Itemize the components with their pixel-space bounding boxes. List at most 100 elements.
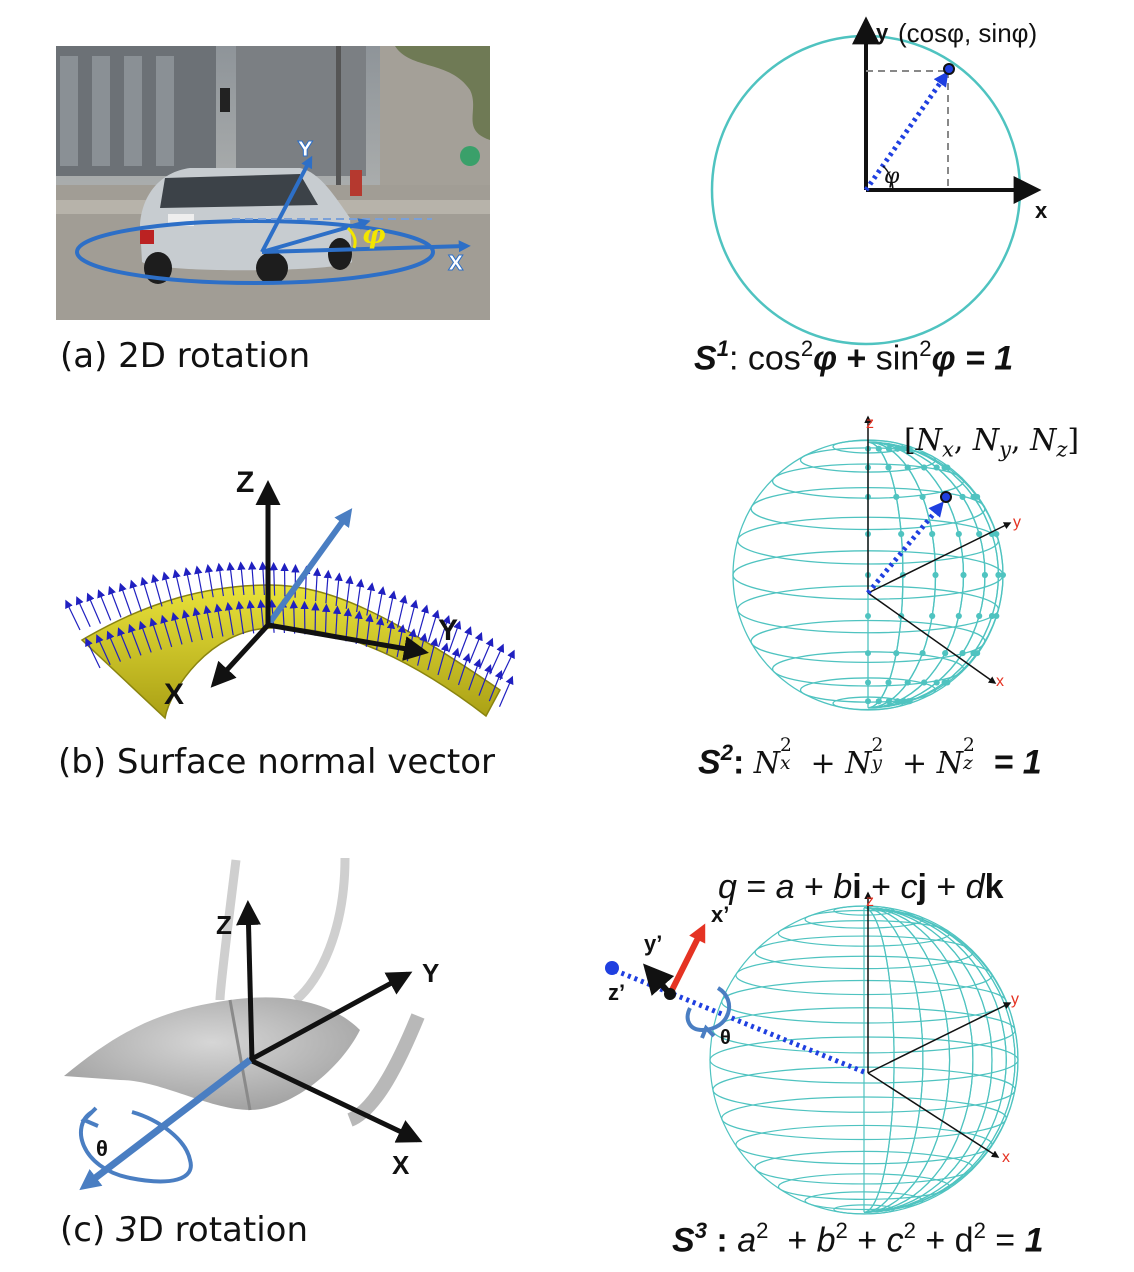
sphere-s2 bbox=[732, 415, 1012, 711]
sphere-node bbox=[1000, 572, 1006, 578]
circle-point-label: (cosφ, sinφ) bbox=[898, 18, 1037, 48]
sphere-node bbox=[875, 445, 882, 452]
surface-x-label: X bbox=[164, 678, 184, 711]
normal-arrow bbox=[204, 563, 214, 598]
longitude-line bbox=[867, 441, 904, 709]
surface-z-label: Z bbox=[236, 466, 254, 499]
curved-surface bbox=[80, 584, 501, 720]
s2-sy: y bbox=[871, 753, 882, 775]
rotated-z-label: z’ bbox=[608, 980, 625, 1005]
s3-sep: : bbox=[706, 1221, 738, 1260]
longitude-line bbox=[867, 441, 986, 709]
s1-plus: + bbox=[837, 339, 876, 378]
normal-arrow bbox=[269, 561, 279, 596]
normal-arrow bbox=[171, 611, 183, 645]
sphere-node bbox=[970, 650, 977, 657]
normal-arrow bbox=[138, 620, 152, 653]
circle-angle-label: φ bbox=[884, 164, 900, 189]
normal-arrow bbox=[447, 647, 460, 680]
normal-arrow bbox=[86, 592, 102, 624]
s2-n3: N bbox=[936, 746, 963, 782]
nl-z: z bbox=[1056, 437, 1068, 462]
longitude-line bbox=[867, 441, 986, 709]
s2-sz: z bbox=[962, 753, 973, 775]
nl-y: y bbox=[999, 437, 1012, 462]
chair-z-label: Z bbox=[216, 910, 232, 940]
normal-arrow bbox=[237, 561, 246, 595]
nl-x: x bbox=[941, 437, 954, 462]
s1-equals: = bbox=[955, 339, 995, 378]
sphere-node bbox=[955, 531, 962, 537]
normal-arrow bbox=[498, 675, 514, 707]
normal-arrow bbox=[407, 599, 419, 633]
sphere-s3 bbox=[605, 891, 1019, 1215]
s1-rhs: 1 bbox=[994, 339, 1014, 378]
sphere-node bbox=[929, 531, 936, 537]
sphere-b-x-label: x bbox=[996, 673, 1004, 690]
q-c: c bbox=[900, 868, 918, 906]
normal-arrow bbox=[427, 609, 440, 642]
normal-arrow bbox=[194, 565, 204, 599]
nl-n3: N bbox=[1030, 423, 1057, 458]
longitude-line bbox=[863, 907, 974, 1213]
s1-cos: cos bbox=[747, 339, 801, 378]
chair-y-label: Y bbox=[422, 958, 439, 988]
sphere-node bbox=[898, 531, 905, 537]
normal-point-label: [Nx, Ny, Nz] bbox=[904, 423, 1080, 462]
s2-power: 2 bbox=[720, 740, 733, 765]
sphere-node bbox=[885, 464, 892, 471]
normal-arrow bbox=[396, 624, 406, 658]
normal-arrow bbox=[246, 599, 255, 634]
sphere-node bbox=[865, 679, 871, 686]
q-p2: + bbox=[861, 868, 901, 906]
s2-space: S bbox=[698, 743, 721, 782]
sphere-node bbox=[894, 445, 901, 452]
normal-arrow bbox=[437, 615, 451, 648]
longitude-line bbox=[863, 907, 924, 1213]
sphere-node bbox=[885, 445, 892, 452]
caption-c: (c) 3D rotation bbox=[60, 1210, 308, 1250]
s2-sq3: 2 bbox=[962, 734, 975, 756]
normal-arrow bbox=[448, 620, 462, 653]
normal-arrow bbox=[161, 571, 173, 605]
s3-c-sq: 2 bbox=[903, 1218, 916, 1243]
normal-arrow bbox=[488, 669, 503, 702]
s1-power: 1 bbox=[716, 336, 729, 361]
circle-x-label: x bbox=[1035, 198, 1048, 223]
normal-arrow bbox=[129, 579, 143, 612]
rotated-x-label: x’ bbox=[711, 902, 729, 927]
sphere-s2-nodes bbox=[865, 445, 1006, 705]
sphere-node bbox=[921, 464, 928, 471]
normal-arrow bbox=[224, 601, 234, 636]
sphere-c-z-label: z bbox=[866, 893, 874, 910]
normal-arrow bbox=[215, 562, 225, 597]
normal-arrow bbox=[376, 586, 386, 620]
q-q: q bbox=[718, 868, 737, 906]
sphere-node bbox=[960, 572, 967, 578]
normal-arrow bbox=[321, 603, 331, 638]
normal-unit-arrow bbox=[866, 501, 944, 595]
s2-n1: N bbox=[753, 746, 781, 782]
equation-s3: S3 : a2 + b2 + c2 + d2 = 1 bbox=[672, 1218, 1044, 1260]
s3-a-sq: 2 bbox=[756, 1218, 769, 1243]
normal-arrow bbox=[248, 561, 257, 595]
normal-arrow bbox=[140, 576, 153, 610]
normal-arrow bbox=[468, 658, 482, 691]
sphere-node bbox=[993, 613, 1000, 619]
sphere-node bbox=[993, 531, 1000, 537]
normal-arrow bbox=[312, 567, 322, 602]
caption-a: (a) 2D rotation bbox=[60, 336, 311, 376]
s3-b: b bbox=[816, 1221, 836, 1260]
normal-arrow bbox=[214, 603, 224, 637]
normal-arrow bbox=[386, 590, 397, 624]
normal-arrow bbox=[95, 634, 111, 666]
normal-arrow bbox=[172, 569, 183, 603]
normal-arrow bbox=[499, 649, 515, 681]
sphere-node bbox=[865, 698, 871, 705]
normal-arrow bbox=[108, 585, 122, 618]
s3-d: d bbox=[954, 1221, 974, 1260]
normal-arrow bbox=[192, 607, 203, 641]
sphere-node bbox=[933, 679, 940, 686]
normal-arrow bbox=[323, 569, 332, 604]
